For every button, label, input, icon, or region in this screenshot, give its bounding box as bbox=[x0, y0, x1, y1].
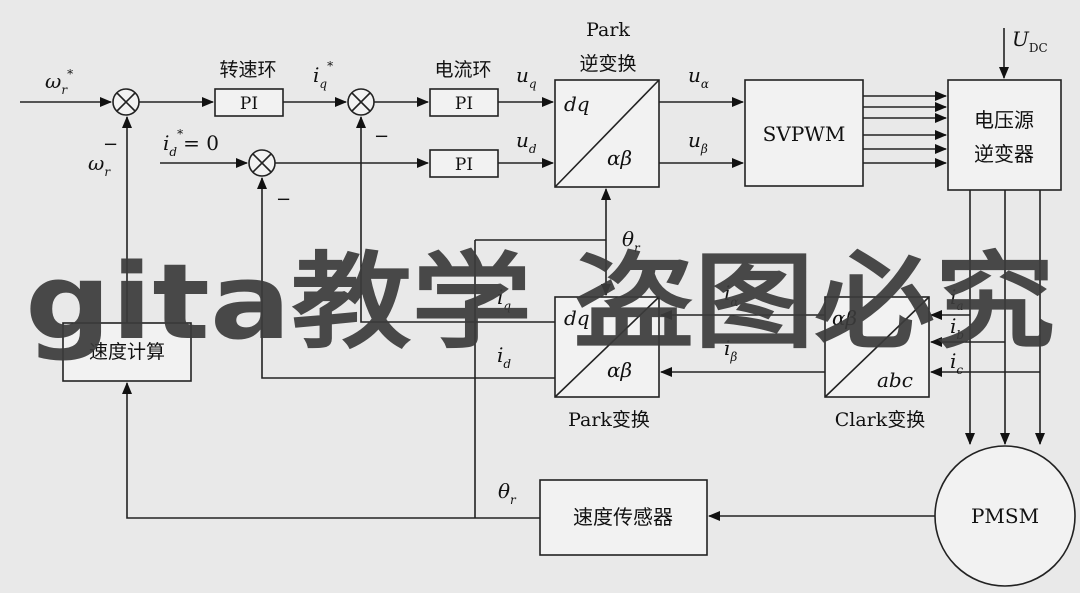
pmsm-label: PMSM bbox=[971, 504, 1039, 528]
speed-calc-block: 速度计算 bbox=[62, 322, 192, 382]
theta-top-label: θr bbox=[622, 227, 641, 255]
svpwm-label: SVPWM bbox=[763, 122, 846, 146]
minus-sign-speed: − bbox=[103, 134, 118, 155]
id-feedback-line bbox=[257, 177, 555, 379]
park-dq-label: dq bbox=[564, 306, 590, 330]
watermark-text: gita教学 盗图必究 bbox=[25, 241, 1055, 363]
ud-label: ud bbox=[516, 128, 537, 156]
pi-speed-block: PI bbox=[214, 88, 284, 117]
theta-to-speed-calc-line bbox=[122, 382, 540, 519]
pi-speed-label: PI bbox=[240, 94, 258, 114]
ibeta-label: iβ bbox=[724, 336, 737, 364]
clark-block: αβ abc bbox=[824, 296, 930, 398]
id-ref-label: id*= 0 bbox=[163, 127, 219, 159]
inverse-park-ab-label: αβ bbox=[607, 146, 632, 170]
theta-bottom-label: θr bbox=[498, 479, 517, 507]
park-block: dq αβ bbox=[554, 296, 660, 398]
inverse-park-dq-label: dq bbox=[564, 92, 590, 116]
speed-loop-caption: 转速环 bbox=[219, 59, 276, 81]
clark-abc-label: abc bbox=[877, 368, 913, 392]
inverse-park-caption-2: 逆变换 bbox=[579, 53, 636, 75]
pmsm-motor: PMSM bbox=[934, 445, 1076, 587]
sum-junction-speed bbox=[112, 88, 140, 116]
park-caption: Park变换 bbox=[568, 409, 650, 431]
ubeta-label: uβ bbox=[688, 128, 708, 156]
pi-id-block: PI bbox=[429, 149, 499, 178]
iq-feedback-line bbox=[356, 116, 555, 323]
inverter-label-2: 逆变器 bbox=[974, 142, 1034, 166]
inverter-label-1: 电压源 bbox=[974, 108, 1034, 132]
clark-ab-label: αβ bbox=[832, 306, 857, 330]
pi-id-label: PI bbox=[455, 155, 473, 175]
ualpha-label: uα bbox=[688, 63, 709, 91]
svpwm-block: SVPWM bbox=[744, 79, 864, 187]
iq-fb-label: iq bbox=[497, 285, 511, 313]
id-fb-label: id bbox=[497, 343, 511, 371]
park-ab-label: αβ bbox=[607, 358, 632, 382]
inverse-park-block: dq αβ bbox=[554, 79, 660, 188]
speed-sensor-block: 速度传感器 bbox=[539, 479, 708, 556]
sum-junction-iq bbox=[347, 88, 375, 116]
inverse-park-caption-1: Park bbox=[586, 19, 630, 41]
inverter-block: 电压源 逆变器 bbox=[947, 79, 1062, 191]
speed-sensor-label: 速度传感器 bbox=[573, 505, 673, 529]
iq-ref-label: iq* bbox=[313, 59, 333, 91]
ia-label: ia bbox=[950, 285, 964, 313]
omega-fb-label: ωr bbox=[88, 151, 111, 179]
speed-calc-label: 速度计算 bbox=[89, 341, 165, 363]
pi-iq-block: PI bbox=[429, 88, 499, 117]
pi-iq-label: PI bbox=[455, 94, 473, 114]
signal-labels: ωr* ωr − iq* − id*= 0 − uq ud uα uβ UDC … bbox=[45, 27, 1048, 507]
ib-label: ib bbox=[950, 314, 964, 342]
minus-sign-iq: − bbox=[374, 126, 389, 147]
clark-caption: Clark变换 bbox=[835, 409, 926, 431]
ialpha-label: iα bbox=[724, 281, 739, 309]
current-loop-caption: 电流环 bbox=[434, 59, 491, 81]
signal-lines bbox=[20, 28, 1045, 521]
omega-ref-label: ωr* bbox=[45, 67, 73, 97]
uq-label: uq bbox=[516, 63, 537, 91]
udc-label: UDC bbox=[1012, 27, 1048, 55]
ic-label: ic bbox=[950, 349, 963, 377]
minus-sign-id: − bbox=[276, 189, 291, 210]
sum-junction-id bbox=[248, 149, 276, 177]
